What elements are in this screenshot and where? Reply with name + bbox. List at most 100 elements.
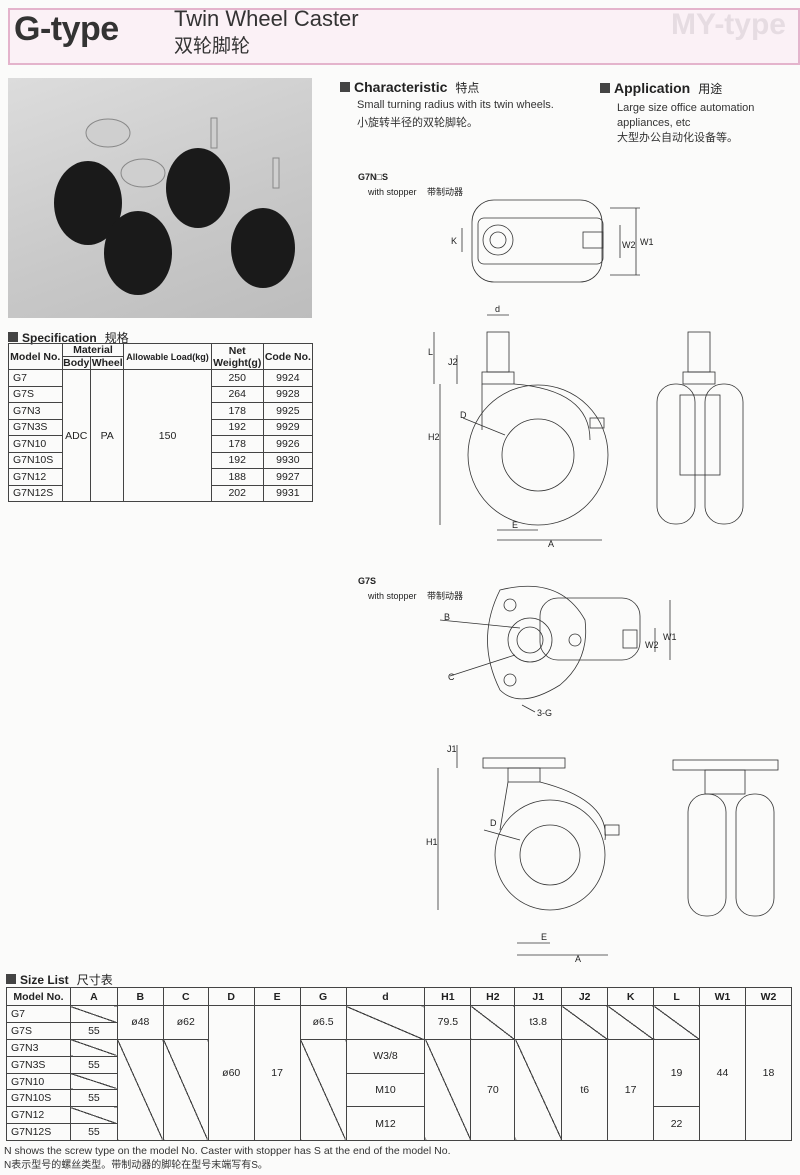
dim-label-a-b: A: [575, 954, 581, 964]
table-cell: G7N10S: [8, 451, 63, 469]
table-cell: 192: [210, 418, 264, 436]
dim-label-l: L: [428, 347, 433, 357]
dim-label-3g: 3-G: [537, 708, 552, 718]
table-cell: 264: [210, 385, 264, 403]
table-cell: G7N12S: [8, 484, 63, 502]
table-cell: 70: [470, 1038, 516, 1142]
table-cell: [607, 1005, 655, 1040]
table-cell: [69, 1072, 118, 1091]
table-cell: [69, 1106, 118, 1125]
column-header: H1: [424, 987, 472, 1006]
dim-label-e-b: E: [541, 932, 547, 942]
footnote-zh: N表示型号的螺丝类型。带制动器的脚轮在型号末端写有S。: [4, 1160, 268, 1171]
dim-label-j1: J1: [447, 744, 457, 754]
table-cell: 192: [210, 451, 264, 469]
table-cell: [470, 1005, 516, 1040]
stopper-note-2: with stopper: [367, 591, 417, 601]
table-cell: [514, 1038, 563, 1142]
table-cell: 178: [210, 402, 264, 420]
product-photo: [8, 78, 312, 318]
table-cell: G7N12S: [6, 1123, 71, 1142]
column-header: B: [116, 987, 164, 1006]
column-header: L: [653, 987, 700, 1006]
table-cell: 9931: [262, 484, 314, 502]
table-cell: 17: [607, 1038, 655, 1142]
table-cell: 22: [653, 1106, 700, 1142]
dim-label-D: D: [460, 410, 467, 420]
column-header: C: [162, 987, 209, 1006]
table-cell: [299, 1038, 347, 1142]
table-cell: 188: [210, 468, 264, 486]
characteristic-text-en: Small turning radius with its twin wheel…: [357, 99, 554, 111]
bleed-through-text: MY-type: [670, 8, 786, 41]
column-header: H2: [470, 987, 516, 1006]
table-cell: ADC: [61, 369, 92, 502]
footnote-en: N shows the screw type on the model No. …: [4, 1145, 451, 1157]
column-header: W2: [744, 987, 793, 1006]
column-header: Body: [61, 356, 92, 370]
dim-label-w1-b: W1: [663, 632, 677, 642]
column-header: Allowable Load(kg): [123, 343, 212, 370]
technical-drawings: G7N□S with stopper 带制动器 K W2 W1 d L J2 D…: [358, 172, 779, 964]
table-cell: G7N10: [6, 1072, 71, 1091]
title-banner: [8, 8, 800, 65]
dim-label-e: E: [512, 520, 518, 530]
table-cell: 9928: [262, 385, 314, 403]
casters-illustration: [54, 117, 295, 295]
column-header: Model No.: [8, 343, 63, 370]
table-cell: 44: [699, 1004, 746, 1142]
stopper-note-zh-1: 带制动器: [427, 186, 463, 197]
table-cell: G7N3S: [8, 418, 63, 436]
table-cell: 9926: [262, 435, 314, 453]
table-cell: G7N3: [6, 1038, 71, 1057]
table-cell: 17: [253, 1004, 301, 1142]
table-cell: 250: [210, 369, 264, 387]
table-cell: ø60: [207, 1004, 255, 1142]
dim-label-h2: H2: [428, 432, 440, 442]
column-header: J2: [561, 987, 609, 1006]
table-cell: 178: [210, 435, 264, 453]
column-header: Code No.: [262, 343, 314, 370]
stopper-note-1: with stopper: [367, 187, 417, 197]
table-cell: G7N3: [8, 402, 63, 420]
table-cell: 18: [744, 1004, 793, 1142]
table-cell: G7N10S: [6, 1089, 71, 1108]
column-header: J1: [514, 987, 563, 1006]
column-header: A: [69, 987, 118, 1006]
table-cell: [69, 1005, 118, 1023]
table-cell: G7S: [6, 1021, 71, 1040]
table-cell: M12: [345, 1106, 426, 1142]
table-cell: ø6.5: [299, 1005, 347, 1040]
stopper-note-zh-2: 带制动器: [427, 590, 463, 601]
column-header: d: [345, 987, 426, 1006]
column-header: Model No.: [6, 987, 71, 1006]
dim-label-j2: J2: [448, 357, 458, 367]
product-title-zh: 双轮脚轮: [174, 36, 251, 57]
model-g7ns-label: G7N□S: [358, 172, 388, 182]
dim-label-c: C: [448, 672, 455, 682]
column-header: Wheel: [89, 356, 125, 370]
dim-label-b: B: [444, 612, 450, 622]
table-cell: G7N12: [8, 468, 63, 486]
table-cell: [561, 1005, 609, 1040]
table-cell: 9925: [262, 402, 314, 420]
table-cell: [162, 1038, 209, 1142]
column-header: Material: [61, 343, 125, 357]
brand-title: G-type: [14, 10, 119, 48]
dim-label-w1: W1: [640, 237, 654, 247]
table-cell: [345, 1005, 426, 1040]
dim-label-d: d: [495, 304, 500, 314]
